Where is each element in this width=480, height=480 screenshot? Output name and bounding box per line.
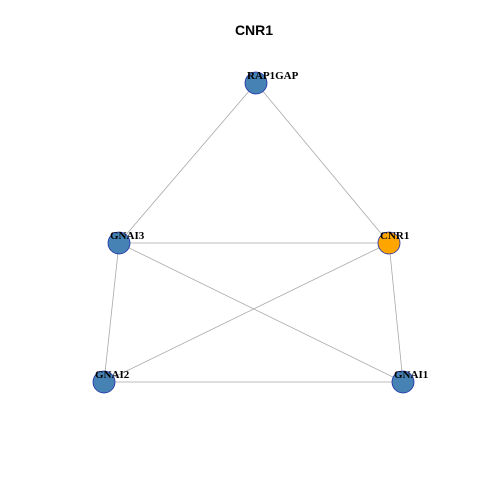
node-circle[interactable] bbox=[391, 370, 415, 394]
edge-gnai3-gnai2 bbox=[103, 242, 120, 383]
node-label: GNAI1 bbox=[394, 369, 428, 381]
node-rap1gap[interactable]: RAP1GAP bbox=[244, 70, 299, 95]
edge-rap1gap-cnr1 bbox=[255, 82, 390, 244]
node-circle[interactable] bbox=[377, 231, 401, 255]
edge-layer bbox=[103, 82, 404, 383]
node-gnai3[interactable]: GNAI3 bbox=[107, 230, 145, 255]
node-circle[interactable] bbox=[92, 370, 116, 394]
node-label: GNAI2 bbox=[95, 369, 130, 381]
edge-gnai3-gnai1 bbox=[118, 242, 404, 383]
edge-cnr1-gnai1 bbox=[388, 242, 404, 383]
node-label: RAP1GAP bbox=[247, 70, 299, 82]
node-label: CNR1 bbox=[380, 230, 409, 242]
node-label: GNAI3 bbox=[110, 230, 145, 242]
edge-rap1gap-gnai3 bbox=[118, 82, 257, 244]
node-circle[interactable] bbox=[244, 71, 268, 95]
node-cnr1[interactable]: CNR1 bbox=[377, 230, 409, 255]
edge-cnr1-gnai2 bbox=[103, 242, 390, 383]
node-circle[interactable] bbox=[107, 231, 131, 255]
node-gnai1[interactable]: GNAI1 bbox=[391, 369, 428, 394]
node-gnai2[interactable]: GNAI2 bbox=[92, 369, 130, 394]
diagram-title: CNR1 bbox=[235, 22, 273, 38]
